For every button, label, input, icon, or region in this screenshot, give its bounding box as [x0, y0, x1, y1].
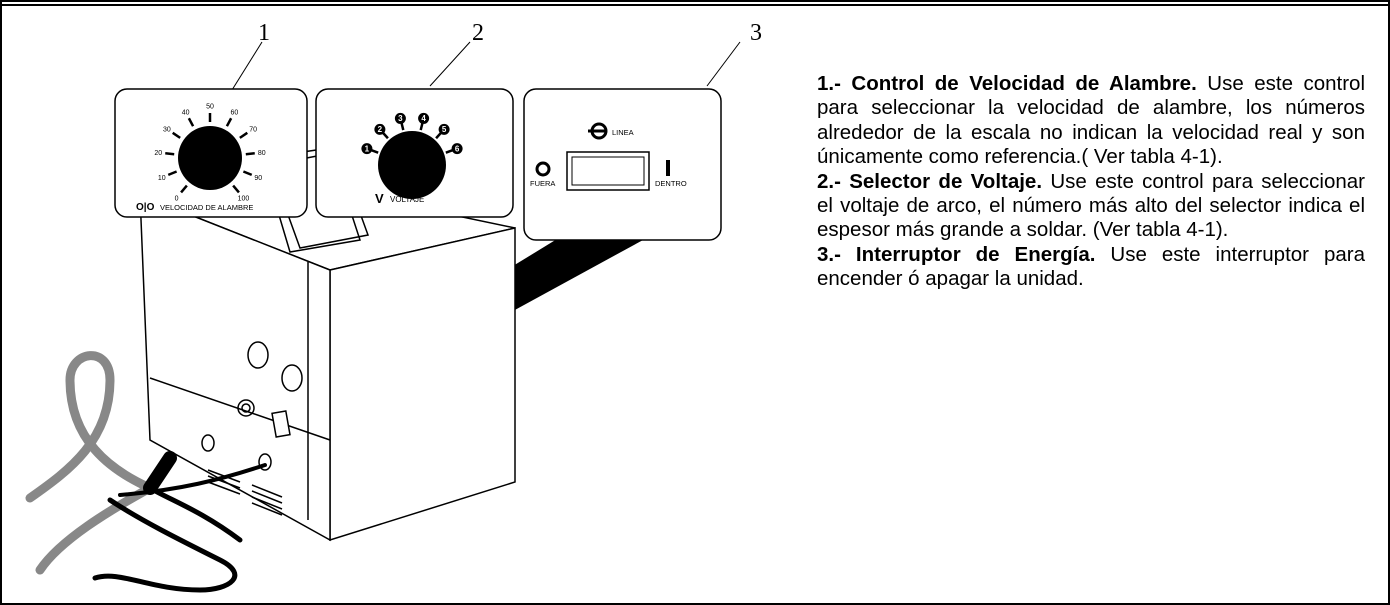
speed-scale-tick — [232, 184, 240, 194]
speed-scale: 0 10 20 30 40 50 60 70 80 90 100 — [154, 103, 265, 202]
top-rule — [0, 4, 1390, 6]
welding-cables — [25, 351, 267, 593]
on-symbol — [666, 160, 670, 176]
speed-scale-tick — [171, 131, 181, 139]
callout-3: 3 — [750, 20, 762, 46]
line-label: LINEA — [612, 128, 634, 137]
line-icon — [588, 122, 608, 140]
description-text: 1.- Control de Velocidad de Alambre. Use… — [817, 72, 1365, 292]
description-2-title: 2.- Selector de Voltaje. — [817, 169, 1043, 193]
speed-scale-tick — [245, 152, 255, 156]
speed-scale-tick — [180, 184, 188, 194]
speed-dial — [178, 126, 242, 190]
description-3-title: 3.- Interruptor de Energía. — [817, 242, 1096, 266]
speed-scale-label: 10 — [158, 175, 166, 182]
power-panel: LINEA FUERA DENTRO — [523, 88, 722, 241]
voltage-label: VOLTAJE — [390, 195, 424, 204]
speed-scale-tick — [165, 152, 175, 156]
speed-scale-label: 90 — [254, 175, 262, 182]
description-2-body: Use este control para seleccionar el vol… — [817, 169, 1365, 242]
off-label: FUERA — [530, 179, 555, 188]
speed-scale-label: 40 — [182, 110, 190, 117]
voltage-scale-marker — [374, 123, 386, 135]
speed-scale-tick — [187, 117, 195, 127]
speed-scale-label: 60 — [231, 110, 239, 117]
voltage-scale-marker — [451, 143, 463, 155]
speed-scale-label: 30 — [163, 126, 171, 133]
voltage-scale: 1 2 3 4 5 6 — [361, 112, 463, 155]
voltage-letter: V — [375, 191, 384, 206]
voltage-scale-marker — [394, 112, 406, 124]
off-symbol — [535, 161, 551, 177]
leader-2 — [429, 41, 471, 87]
voltage-scale-marker — [418, 112, 430, 124]
speed-symbol: O|O — [136, 202, 155, 213]
voltage-scale-label: 6 — [455, 144, 460, 153]
speed-scale-label: 100 — [238, 195, 250, 202]
speed-panel: 0 10 20 30 40 50 60 70 80 90 100 O|O VELOCIDAD DE … — [114, 88, 308, 218]
switch-rocker — [571, 156, 645, 186]
description-3-body: Use este interruptor para encender ó apa… — [817, 242, 1365, 291]
description-1-title: 1.- Control de Velocidad de Alambre. — [817, 72, 1197, 95]
leader-1 — [231, 41, 263, 91]
voltage-scale-label: 1 — [365, 144, 370, 153]
speed-scale-label: 70 — [249, 126, 257, 133]
callout-2: 2 — [472, 20, 484, 46]
voltage-scale-label: 3 — [398, 114, 403, 123]
voltage-scale-label: 4 — [421, 114, 426, 123]
voltage-scale-marker — [438, 123, 450, 135]
speed-label: VELOCIDAD DE ALAMBRE — [160, 203, 253, 212]
speed-scale-label: 0 — [175, 195, 179, 202]
voltage-dial — [378, 131, 446, 199]
switch-outline — [566, 151, 650, 191]
callout-1: 1 — [258, 20, 270, 46]
speed-scale-tick — [167, 170, 178, 177]
voltage-scale-label: 5 — [442, 125, 447, 134]
leader-3 — [706, 41, 741, 87]
description-2: 2.- Selector de Voltaje. Use este contro… — [817, 170, 1365, 243]
voltage-scale-marker — [361, 143, 373, 155]
voltage-scale-label: 2 — [378, 125, 383, 134]
description-1: 1.- Control de Velocidad de Alambre. Use… — [817, 72, 1365, 170]
speed-scale-label: 80 — [258, 150, 266, 157]
speed-scale-tick — [242, 170, 253, 177]
speed-scale-label: 50 — [206, 103, 214, 110]
on-label: DENTRO — [655, 179, 687, 188]
speed-scale-tick — [225, 117, 233, 127]
speed-scale-tick — [239, 131, 249, 139]
description-1-body: Use este control para seleccionar la vel… — [817, 72, 1365, 169]
description-3: 3.- Interruptor de Energía. Use este int… — [817, 243, 1365, 292]
welder-illustration: 1 2 3 0 10 20 30 40 50 60 70 80 90 100 O|O VELOCID… — [25, 20, 762, 593]
voltage-panel: 1 2 3 4 5 6 V VOLTAJE — [315, 88, 514, 218]
speed-scale-label: 20 — [154, 150, 162, 157]
